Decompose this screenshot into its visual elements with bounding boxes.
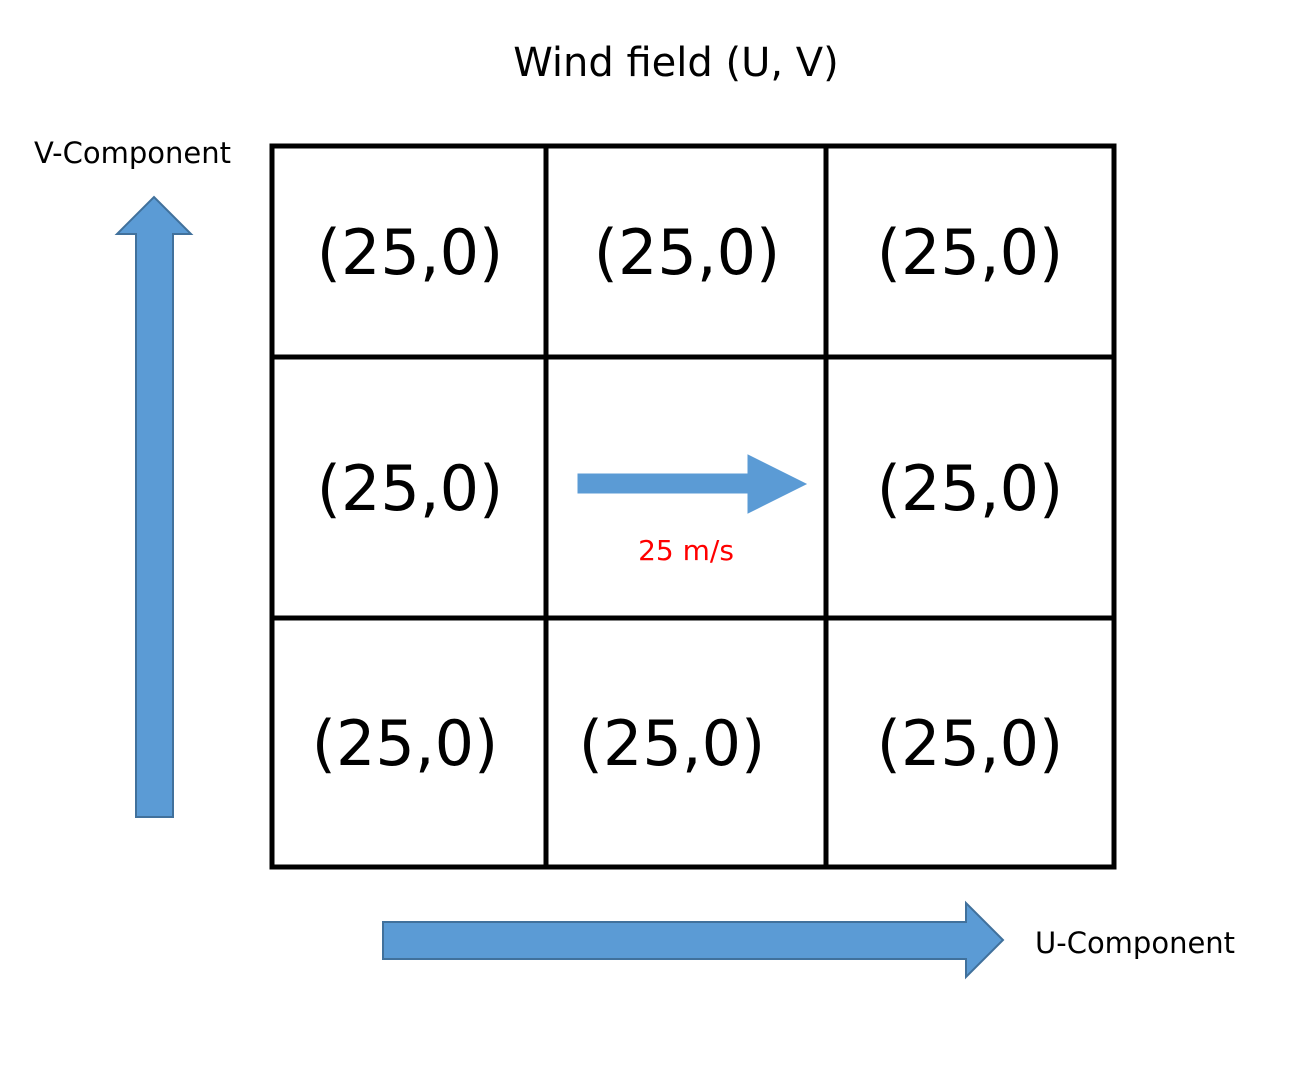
u-component-label: U-Component	[1035, 926, 1236, 960]
grid-cell: (25,0)	[316, 215, 504, 289]
grid-border	[269, 143, 1117, 870]
u-component-arrow	[382, 900, 1005, 980]
grid-cell: (25,0)	[316, 451, 504, 525]
v-component-arrow	[114, 195, 194, 818]
grid-cell-center	[548, 359, 826, 618]
diagram-title: Wind field (U, V)	[513, 40, 839, 86]
grid-cell: (25,0)	[578, 706, 766, 780]
grid-cell: (25,0)	[876, 451, 1064, 525]
v-component-label: V-Component	[34, 136, 231, 170]
grid-cell: (25,0)	[593, 215, 781, 289]
wind-vector-arrow	[577, 454, 808, 514]
grid-cell: (25,0)	[876, 706, 1064, 780]
grid-cell: (25,0)	[311, 706, 499, 780]
wind-speed-label: 25 m/s	[638, 534, 734, 567]
grid-cell: (25,0)	[876, 215, 1064, 289]
